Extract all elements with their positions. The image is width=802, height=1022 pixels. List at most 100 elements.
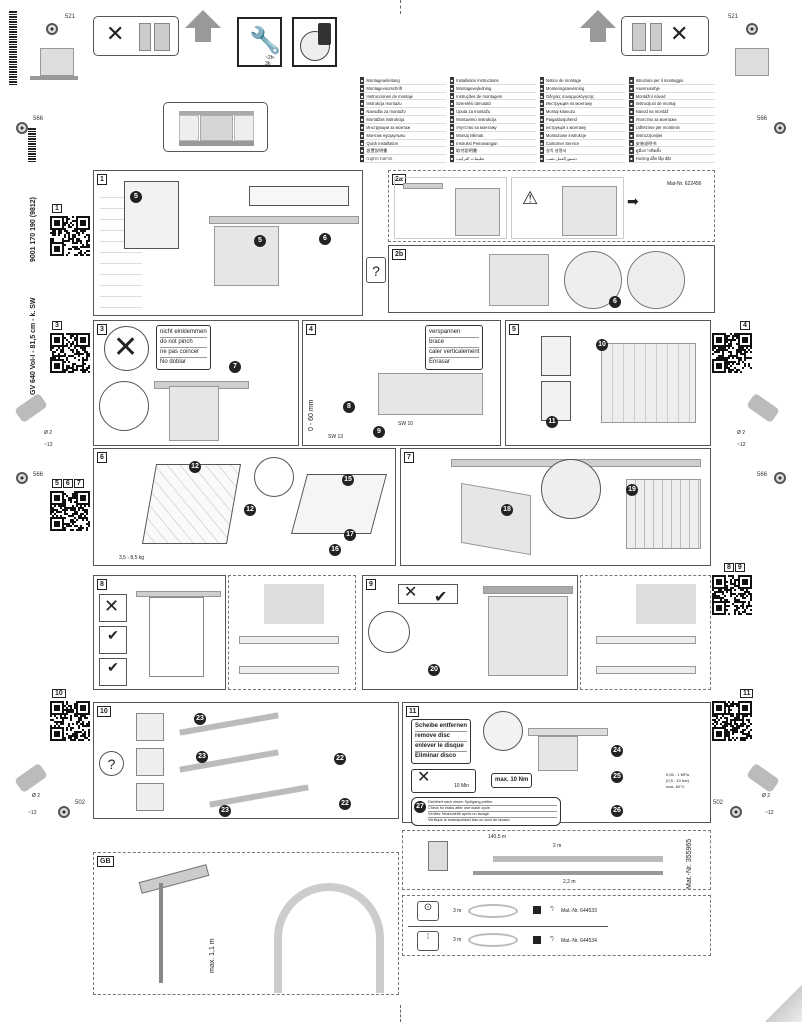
language-item: ■Uputa za montažu	[449, 108, 536, 117]
language-item: ■Instrukcja montażu	[360, 100, 446, 109]
language-flag-icon: ■	[449, 131, 455, 139]
language-item: ■Montażowe instrukcje	[539, 131, 626, 140]
language-flag-icon: ■	[360, 147, 365, 155]
drill-icon	[746, 762, 780, 794]
language-flag-icon: ■	[449, 123, 455, 131]
language-list: ■Montageanleitung■Installation instructi…	[360, 77, 715, 163]
fold-mark	[400, 0, 401, 14]
language-flag-icon: ■	[629, 108, 634, 116]
cross-icon: ✕	[113, 331, 139, 364]
target-icon	[58, 806, 70, 818]
language-item: ■Istruzioni per il montaggio	[629, 77, 715, 85]
qr-code[interactable]	[712, 575, 752, 615]
language-item: ■Упатство за монтажа	[629, 116, 715, 124]
panel-10: 10 ? 23 23 23 22 22	[93, 702, 399, 819]
qr-label: 1	[52, 204, 63, 213]
dishwasher-illustration	[214, 226, 279, 286]
hose-extension: 140,5 m 2 m 2,2 m Mat.-Nr. 355965	[402, 830, 711, 890]
qr-code[interactable]	[712, 333, 752, 373]
language-item: ■Navodila za montažo	[360, 108, 446, 117]
ruler-marks	[9, 10, 17, 85]
language-flag-icon: ■	[449, 92, 455, 100]
qr-code[interactable]	[50, 216, 90, 256]
language-flag-icon: ■	[629, 123, 634, 131]
language-flag-icon: ■	[360, 116, 365, 123]
language-item: ■Szerelési útmutató	[449, 100, 536, 109]
qr-code[interactable]	[50, 701, 90, 741]
language-item: ■Montaj kılavuzu	[539, 108, 626, 117]
counter-base	[30, 76, 78, 80]
language-flag-icon: ■	[360, 92, 365, 100]
panel-9: 9 ✕✔ 20	[362, 575, 578, 690]
language-item: ■Montaj təlimatı	[449, 131, 536, 140]
language-flag-icon: ■	[539, 147, 544, 155]
language-flag-icon: ■	[539, 123, 544, 131]
qr-label: 10	[52, 689, 67, 698]
language-item: ■Monteringsanvisning	[539, 84, 626, 93]
target-icon	[16, 122, 28, 134]
language-flag-icon: ■	[539, 77, 544, 84]
qr-label: 4	[740, 321, 751, 330]
panel-1: 1 5 5 6	[93, 170, 363, 316]
language-flag-icon: ■	[629, 92, 634, 100]
panel-7: 7 18 19	[400, 448, 711, 566]
language-item: ■Монтаж нұсқаулығы	[360, 131, 446, 140]
language-item: ■Customer Service	[539, 139, 626, 148]
language-flag-icon: ■	[539, 84, 544, 92]
language-item: ■Montāžas instrukcija	[360, 116, 446, 124]
language-item: ■Montageanleitung	[360, 77, 446, 85]
language-item: ■Quick installation	[360, 139, 446, 148]
target-icon	[746, 23, 758, 35]
language-item: ■Инструкции за монтаж	[360, 123, 446, 132]
language-item: ■設置說明書	[360, 147, 446, 156]
language-flag-icon: ■	[539, 100, 544, 108]
leak-check: 27 Dichtheit nach einem Spülgang prüfen.…	[411, 797, 561, 826]
language-item: ■Instruzzjonijiet	[629, 131, 715, 140]
language-flag-icon: ■	[539, 108, 544, 116]
language-item: ■คู่มือการติดตั้ง	[629, 147, 715, 156]
qr-label: 3	[52, 321, 63, 330]
language-flag-icon: ■	[360, 100, 365, 108]
language-item: ■Montagevoorschrift	[360, 84, 446, 93]
language-item: ■Інструкція з монтажу	[539, 123, 626, 132]
language-item: ■Montagevejledning	[449, 84, 536, 93]
page-curl	[765, 985, 802, 1022]
qr-label: 11	[740, 689, 754, 698]
qr-code[interactable]	[50, 333, 90, 373]
language-item: ■Instruções de montagem	[449, 92, 536, 101]
part-number: 9001 170 190 (9812)	[30, 197, 37, 262]
qr-code[interactable]	[50, 491, 90, 531]
language-item: ■Οδηγίες συναρμολόγησης	[539, 92, 626, 101]
fold-mark	[400, 1005, 401, 1022]
language-item: ■تعليمات التركيب	[449, 155, 536, 163]
language-item: ■הוראות התקנה	[360, 155, 446, 163]
target-icon	[774, 122, 786, 134]
language-item: ■安装说明书	[629, 139, 715, 148]
language-item: ■Notice de montage	[539, 77, 626, 85]
counter-illustration	[40, 48, 74, 76]
cable-icon	[468, 904, 518, 918]
barcode	[28, 128, 36, 162]
language-flag-icon: ■	[629, 147, 634, 155]
language-flag-icon: ■	[360, 139, 365, 147]
language-flag-icon: ■	[539, 116, 544, 123]
language-flag-icon: ■	[629, 139, 634, 147]
qr-code[interactable]	[712, 701, 752, 741]
arrow-up-icon	[185, 10, 221, 28]
language-flag-icon: ■	[360, 77, 365, 84]
target-icon	[730, 806, 742, 818]
cabinet-overview	[163, 102, 268, 152]
language-flag-icon: ■	[449, 84, 455, 92]
language-item: ■دستورالعمل نصب	[539, 155, 626, 163]
language-item: ■Instrucţiuni de montaj	[629, 100, 715, 109]
language-item: ■Упутство за монтажу	[449, 123, 536, 132]
target-icon	[774, 472, 786, 484]
language-item: ■Instruksi Pemasangan	[449, 139, 536, 148]
arrow-up-icon-right	[580, 10, 616, 28]
language-item: ■Návod na montáž	[629, 108, 715, 117]
language-item: ■Hướng dẫn lắp đặt	[629, 155, 715, 163]
